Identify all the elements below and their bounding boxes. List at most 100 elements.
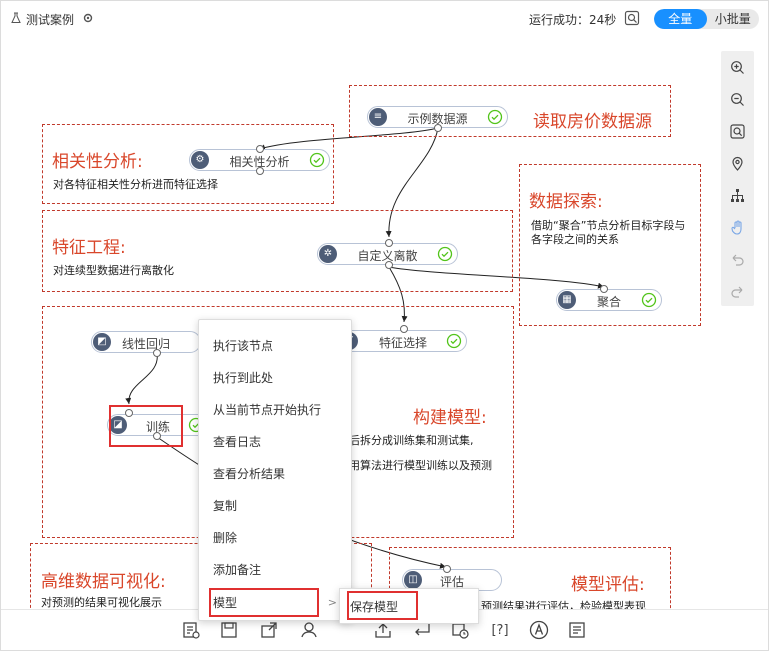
- node-train[interactable]: ◪ 训练: [107, 414, 209, 436]
- port-out[interactable]: [434, 124, 442, 132]
- menu-item-add-note[interactable]: 添加备注: [213, 563, 262, 577]
- edge-discrete-feature: [388, 266, 408, 323]
- run-status-text: 运行成功：24秒: [529, 13, 617, 27]
- node-label: 特征选择: [378, 336, 427, 350]
- node-context-menu: 执行该节点 执行到此处 从当前节点开始执行 查看日志 查看分析结果 复制 删除 …: [198, 319, 352, 621]
- port-out[interactable]: [385, 261, 393, 269]
- region-correlation-title: 相关性分析:: [52, 152, 143, 172]
- port-in[interactable]: [400, 325, 408, 333]
- network-icon: ⚙: [191, 151, 209, 169]
- node-evaluate[interactable]: ◫ 评估: [402, 569, 502, 591]
- menu-item-run-from-here[interactable]: 从当前节点开始执行: [213, 403, 322, 417]
- edge-discrete-aggregate: [388, 266, 605, 289]
- menu-item-model[interactable]: 模型 >: [199, 588, 351, 618]
- menu-item-save-model[interactable]: 保存模型: [350, 600, 399, 614]
- success-check-icon: [641, 292, 657, 308]
- region-build-model-desc1: 后拆分成训练集和测试集,: [349, 434, 474, 447]
- pan-hand-icon[interactable]: [729, 219, 746, 236]
- database-icon: ≡: [369, 108, 387, 126]
- region-visualize-title: 高维数据可视化:: [41, 572, 166, 592]
- region-feature-eng: [42, 210, 513, 292]
- save-icon[interactable]: [219, 620, 239, 640]
- node-feature-select[interactable]: ⧩ 特征选择: [333, 330, 467, 352]
- zoom-out-icon[interactable]: [729, 91, 746, 108]
- edge-source-correlation: [258, 127, 439, 151]
- region-evaluate-title: 模型评估:: [571, 575, 645, 595]
- case-title: 测试案例: [10, 11, 94, 28]
- region-feature-eng-desc: 对连续型数据进行离散化: [53, 264, 174, 277]
- region-read-data-title: 读取房价数据源: [533, 112, 652, 132]
- region-correlation-desc: 对各特征相关性分析进而特征选择: [53, 178, 218, 191]
- port-in[interactable]: [256, 145, 264, 153]
- run-mode-toggle[interactable]: 全量 小批量: [654, 9, 759, 29]
- aggregate-icon: ▦: [558, 291, 576, 309]
- region-feature-eng-title: 特征工程:: [52, 238, 126, 258]
- node-label: 示例数据源: [407, 112, 468, 126]
- fit-view-icon[interactable]: [729, 123, 746, 140]
- port-in[interactable]: [385, 239, 393, 247]
- port-out[interactable]: [256, 167, 264, 175]
- auto-icon[interactable]: [529, 620, 549, 640]
- toggle-batch[interactable]: 小批量: [714, 12, 751, 26]
- flask-icon: [10, 12, 22, 27]
- log-icon[interactable]: [181, 620, 201, 640]
- menu-item-model-label: 模型: [213, 596, 238, 610]
- menu-item-run-node[interactable]: 执行该节点: [213, 339, 274, 353]
- node-linear-regression[interactable]: ◩ 线性回归: [91, 331, 201, 353]
- port-in[interactable]: [125, 409, 133, 417]
- redo-icon[interactable]: [729, 283, 746, 300]
- region-explore-title: 数据探索:: [529, 192, 603, 212]
- port-in[interactable]: [600, 285, 608, 293]
- node-label: 线性回归: [121, 337, 170, 351]
- layout-icon[interactable]: [729, 187, 746, 204]
- port-in[interactable]: [443, 565, 451, 573]
- menu-item-view-log[interactable]: 查看日志: [213, 435, 262, 449]
- success-check-icon: [309, 152, 325, 168]
- schedule-icon[interactable]: [450, 620, 470, 640]
- region-read-data: [349, 85, 671, 137]
- success-check-icon: [487, 109, 503, 125]
- submenu-arrow-icon: >: [327, 596, 337, 609]
- region-build-model-title: 构建模型:: [413, 408, 487, 428]
- menu-item-view-results[interactable]: 查看分析结果: [213, 467, 286, 481]
- header-bar: 测试案例 运行成功：24秒 全量 小批量: [1, 1, 768, 37]
- node-label: 训练: [145, 420, 170, 434]
- gear-icon[interactable]: [82, 12, 94, 27]
- region-explore-desc: 借助“聚合”节点分析目标字段与各字段之间的关系: [531, 219, 686, 246]
- eval-icon: ◫: [404, 571, 422, 589]
- workflow-canvas[interactable]: 读取房价数据源 相关性分析: 对各特征相关性分析进而特征选择 数据探索: 借助“…: [1, 37, 768, 613]
- menu-item-copy[interactable]: 复制: [213, 499, 238, 513]
- success-check-icon: [446, 333, 462, 349]
- return-icon[interactable]: [412, 620, 432, 640]
- train-icon: ◪: [109, 416, 127, 434]
- chart-icon: ◩: [93, 333, 111, 351]
- node-aggregate[interactable]: ▦ 聚合: [556, 289, 662, 311]
- node-correlation[interactable]: ⚙ 相关性分析: [189, 149, 330, 171]
- port-out[interactable]: [153, 349, 161, 357]
- export-icon[interactable]: [259, 620, 279, 640]
- region-explore: [519, 164, 701, 326]
- toggle-full[interactable]: 全量: [654, 9, 707, 29]
- success-check-icon: [437, 246, 453, 262]
- help-icon[interactable]: [?]: [491, 622, 509, 638]
- search-result-icon[interactable]: [624, 10, 640, 26]
- region-visualize-desc: 对预测的结果可视化展示: [41, 596, 162, 609]
- locate-icon[interactable]: [729, 155, 746, 172]
- node-label: 相关性分析: [229, 155, 290, 169]
- train-node-highlight: [109, 405, 183, 447]
- node-sample-source[interactable]: ≡ 示例数据源: [367, 106, 508, 128]
- upload-icon[interactable]: [373, 620, 393, 640]
- share-icon[interactable]: [299, 620, 319, 640]
- doc-icon[interactable]: [567, 620, 587, 640]
- menu-item-delete[interactable]: 删除: [213, 531, 238, 545]
- node-label: 聚合: [596, 295, 621, 309]
- menu-item-run-to-here[interactable]: 执行到此处: [213, 371, 274, 385]
- model-item-highlight: [209, 588, 319, 617]
- region-build-model-desc2: 用算法进行模型训练以及预测: [349, 459, 492, 472]
- zoom-in-icon[interactable]: [729, 59, 746, 76]
- node-label: 评估: [439, 575, 464, 589]
- port-out[interactable]: [153, 432, 161, 440]
- edge-source-discrete: [385, 127, 439, 238]
- undo-icon[interactable]: [729, 251, 746, 268]
